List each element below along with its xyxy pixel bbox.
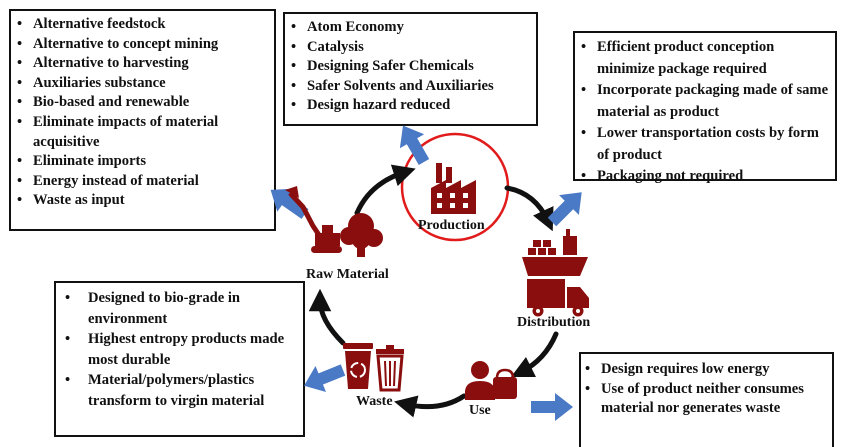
production-list-item: Design hazard reduced xyxy=(287,96,532,116)
raw-material-list-item: Eliminate impacts of material acquisitiv… xyxy=(13,113,270,152)
ship-icon xyxy=(522,229,588,276)
raw-material-list-item: Waste as input xyxy=(13,191,270,211)
production-list-item: Atom Economy xyxy=(287,18,532,38)
raw-material-list-item: Eliminate imports xyxy=(13,152,270,172)
cycle-arrow-waste-to-raw xyxy=(308,288,346,346)
cycle-arrow-production-to-distribution xyxy=(504,185,554,232)
waste-strategies-box: Designed to bio-grade in environmentHigh… xyxy=(54,281,305,437)
person-icon xyxy=(465,361,495,400)
recycle-bin-icon xyxy=(343,343,373,389)
production-list-item: Safer Solvents and Auxiliaries xyxy=(287,77,532,97)
stage-label-waste: Waste xyxy=(356,394,393,409)
waste-list-item: Designed to bio-grade in environment xyxy=(58,288,299,329)
production-strategies-list: Atom EconomyCatalysisDesigning Safer Che… xyxy=(287,18,532,116)
cycle-arrow-distribution-to-use xyxy=(510,331,559,378)
distribution-strategies-list: Efficient product conception minimize pa… xyxy=(577,37,831,188)
distribution-list-item: Incorporate packaging made of same mater… xyxy=(577,80,831,123)
pointer-arrow-production xyxy=(399,125,430,165)
factory-icon xyxy=(431,163,476,214)
distribution-list-item: Lower transportation costs by form of pr… xyxy=(577,123,831,166)
pointer-arrow-raw-material xyxy=(270,188,309,219)
shopping-bag-icon xyxy=(493,368,517,399)
raw-material-list-item: Energy instead of material xyxy=(13,172,270,192)
pointer-arrow-waste xyxy=(304,364,346,392)
raw-material-strategies-list: Alternative feedstockAlternative to conc… xyxy=(13,15,270,211)
raw-material-list-item: Alternative feedstock xyxy=(13,15,270,35)
waste-list-item: Material/polymers/plastics transform to … xyxy=(58,370,299,411)
truck-icon xyxy=(527,279,589,317)
pointer-arrows xyxy=(270,125,582,421)
raw-material-list-item: Alternative to concept mining xyxy=(13,35,270,55)
raw-material-list-item: Bio-based and renewable xyxy=(13,93,270,113)
stage-label-distribution: Distribution xyxy=(517,315,591,330)
use-list-item: Design requires low energy xyxy=(581,360,828,380)
cycle-arrow-use-to-waste xyxy=(394,393,467,418)
use-list-item: Use of product neither consumes material… xyxy=(581,380,828,419)
distribution-strategies-box: Efficient product conception minimize pa… xyxy=(573,31,837,187)
cycle-arrow-raw-to-production xyxy=(354,164,416,216)
raw-material-list-item: Alternative to harvesting xyxy=(13,54,270,74)
stage-label-raw-material: Raw Material xyxy=(306,267,389,282)
production-strategies-box: Atom EconomyCatalysisDesigning Safer Che… xyxy=(283,12,538,126)
lifecycle-cycle-arrows xyxy=(308,164,559,418)
excavator-icon xyxy=(285,186,342,253)
pointer-arrow-distribution xyxy=(547,192,582,227)
waste-strategies-list: Designed to bio-grade in environmentHigh… xyxy=(58,288,299,411)
stage-label-production: Production xyxy=(418,218,485,233)
distribution-list-item: Packaging not required xyxy=(577,166,831,188)
raw-material-strategies-box: Alternative feedstockAlternative to conc… xyxy=(9,9,276,231)
production-list-item: Catalysis xyxy=(287,38,532,58)
trash-can-icon xyxy=(376,345,404,392)
tree-icon xyxy=(340,213,383,257)
use-strategies-list: Design requires low energyUse of product… xyxy=(581,360,828,419)
stage-label-use: Use xyxy=(469,403,491,418)
use-strategies-box: Design requires low energyUse of product… xyxy=(579,352,834,447)
raw-material-list-item: Auxiliaries substance xyxy=(13,74,270,94)
distribution-list-item: Efficient product conception minimize pa… xyxy=(577,37,831,80)
waste-list-item: Highest entropy products made most durab… xyxy=(58,329,299,370)
pointer-arrow-use xyxy=(531,393,573,421)
production-list-item: Designing Safer Chemicals xyxy=(287,57,532,77)
